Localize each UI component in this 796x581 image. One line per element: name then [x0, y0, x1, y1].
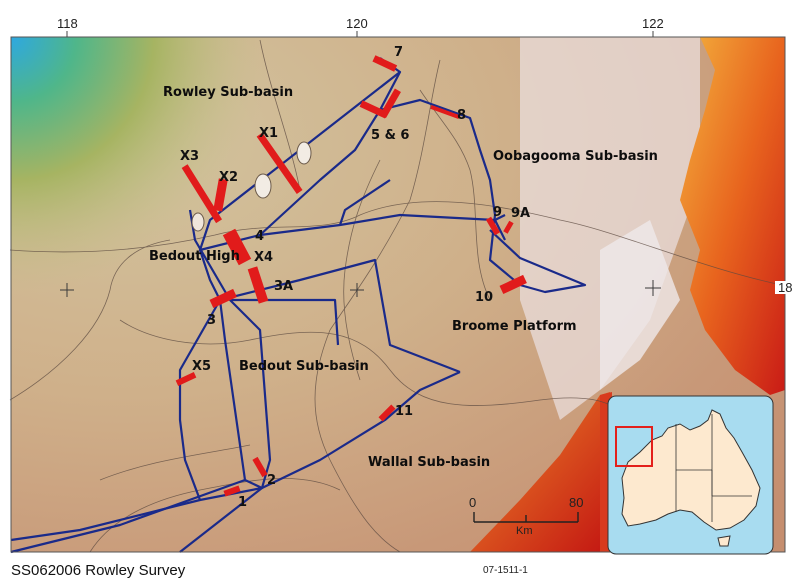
boundary-lines: [9, 39, 787, 553]
site-label-2: 2: [267, 473, 277, 488]
figure-code: 07-1511-1: [483, 565, 528, 576]
survey-lines: [10, 57, 587, 554]
site-label-8: 8: [457, 108, 467, 123]
scale-bar-unit-label: Km: [516, 525, 533, 537]
broome-platform-label: Broome Platform: [452, 319, 577, 334]
map-frame: [10, 36, 786, 553]
rowley-sub-basin-label: Rowley Sub-basin: [163, 85, 294, 100]
longitude-label-122: 122: [642, 16, 664, 31]
deep-water-area: [11, 37, 271, 297]
site-label-x1: X1: [259, 126, 279, 141]
site-label-10: 10: [475, 290, 494, 305]
kimberley-land: [680, 37, 785, 395]
site-label-3a: 3A: [274, 279, 294, 294]
latitude-label-18: 18: [775, 281, 793, 294]
longitude-label-120: 120: [346, 16, 368, 31]
longitude-label-118: 118: [57, 16, 78, 31]
site-label-9: 9: [493, 205, 503, 220]
wallal-sub-basin-label: Wallal Sub-basin: [368, 455, 491, 470]
map-caption: SS062006 Rowley Survey: [11, 562, 186, 579]
inset-state-borders: [675, 414, 752, 522]
seamount: [254, 173, 272, 199]
grid-crosses: [60, 280, 661, 297]
shelf-area-2: [600, 220, 680, 390]
site-label-9a: 9A: [511, 206, 531, 221]
bedout-sub-basin-label: Bedout Sub-basin: [239, 359, 369, 374]
survey-areas: [175, 55, 527, 497]
scale-bar-end-label: 80: [569, 495, 584, 510]
site-label-4: 4: [255, 229, 265, 244]
shelf-area: [520, 37, 700, 420]
bedout-high-label: Bedout High: [149, 249, 240, 264]
seamount: [296, 141, 312, 165]
oobagooma-sub-basin-label: Oobagooma Sub-basin: [493, 149, 658, 164]
site-label-x4: X4: [254, 250, 274, 265]
seamount: [191, 212, 205, 232]
site-label-11: 11: [395, 404, 414, 419]
site-label-x5: X5: [192, 359, 212, 374]
scale-bar: [473, 512, 579, 523]
site-label-x2: X2: [219, 170, 239, 185]
site-label-7: 7: [394, 45, 404, 60]
inset-tasmania: [717, 535, 731, 547]
inset-location-box: [615, 426, 653, 467]
site-label-3: 3: [207, 313, 217, 328]
site-label-1: 1: [238, 495, 248, 510]
scale-bar-start-label: 0: [469, 495, 477, 510]
site-label-x3: X3: [180, 149, 200, 164]
site-label-5-6: 5 & 6: [371, 128, 410, 143]
inset-australia-map: [607, 395, 774, 555]
pilbara-coast: [470, 392, 610, 552]
